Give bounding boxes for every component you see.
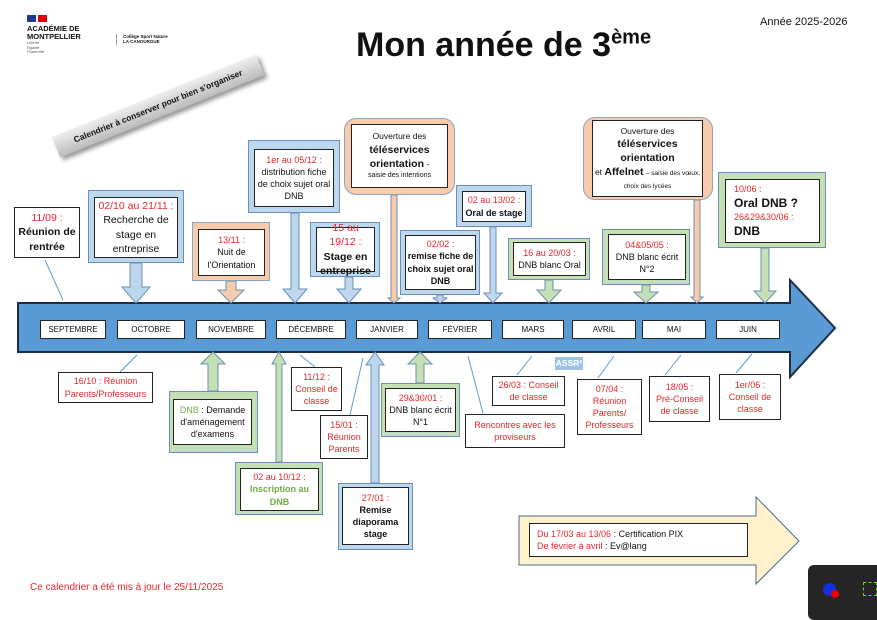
month-december: DÉCEMBRE [276,320,346,339]
assr-badge: ASSR² [555,357,583,370]
update-note: Ce calendrier a été mis à jour le 25/11/… [30,582,224,593]
month-june: JUIN [716,320,780,339]
event-fiche-choix: 1er au 05/12 :distribution fiche de choi… [254,149,334,207]
certification-box: Du 17/03 au 13/06 : Certification PIX De… [529,523,748,557]
main-timeline-arrow [17,277,837,380]
thin-connectors [44,259,753,416]
event-stage-entreprise: 15 au 19/12 :Stage en entreprise [316,222,375,277]
event-reunion-rentree: 11/09 :Réunion de rentrée [14,207,80,258]
school-year: Année 2025-2026 [760,16,848,28]
event-reunion-parents-jan: 15/01 :Réunion Parents [320,415,368,459]
event-recherche-stage: 02/10 au 21/11 :Recherche de stage en en… [94,197,178,258]
system-tray [808,565,877,620]
event-demande-amenagement: DNB : Demande d'aménagement d'examens [173,399,252,445]
alert-icon[interactable] [823,583,839,598]
event-remise-diaporama: 27/01 :Remise diaporama stage [342,487,409,545]
event-pre-conseil: 18/05 :Pré-Conseil de classe [649,376,710,422]
event-reunion-parents-profs: 16/10 : Réunion Parents/Professeurs [58,372,153,403]
event-rencontres-proviseurs: Rencontres avec les proviseurs [465,414,565,448]
app-icon[interactable] [863,582,877,596]
month-september: SEPTEMBRE [40,320,106,339]
event-dnb-blanc-oral: 16 au 20/03 :DNB blanc Oral [513,242,586,276]
event-conseil-classe-mar: 26/03 : Conseil de classe [492,376,565,406]
month-october: OCTOBRE [117,320,185,339]
event-oral-stage: 02 au 13/02 :Oral de stage [462,191,526,222]
event-nuit-orientation: 13/11 :Nuit de l'Orientation [198,229,265,276]
event-remise-fiche: 02/02 :remise fiche de choix sujet oral … [405,235,476,290]
event-inscription-dnb: 02 au 10/12 :Inscription au DNB [240,468,319,511]
month-may: MAI [642,320,706,339]
month-january: JANVIER [356,320,418,339]
event-dnb-blanc-ecrit-2: 04&05/05 :DNB blanc écrit N°2 [608,234,686,280]
month-november: NOVEMBRE [196,320,266,339]
month-march: MARS [502,320,564,339]
event-dnb-blanc-ecrit-1: 29&30/01 :DNB blanc écrit N°1 [385,388,456,432]
event-conseil-classe-juin: 1er/06 :Conseil de classe [719,374,781,420]
event-dnb: 10/06 :Oral DNB ?26&29&30/06 :DNB [725,179,820,243]
event-reunion-parents-avr: 07/04 :Réunion Parents/ Professeurs [577,379,642,435]
ministry-name: ACADÉMIE DE MONTPELLIER [27,24,81,41]
flag-icon [27,15,47,22]
month-february: FÉVRIER [428,320,492,339]
event-conseil-classe-dec: 11/12 :Conseil de classe [291,367,342,411]
page-title: Mon année de 3ème [356,26,652,64]
month-april: AVRIL [572,320,636,339]
